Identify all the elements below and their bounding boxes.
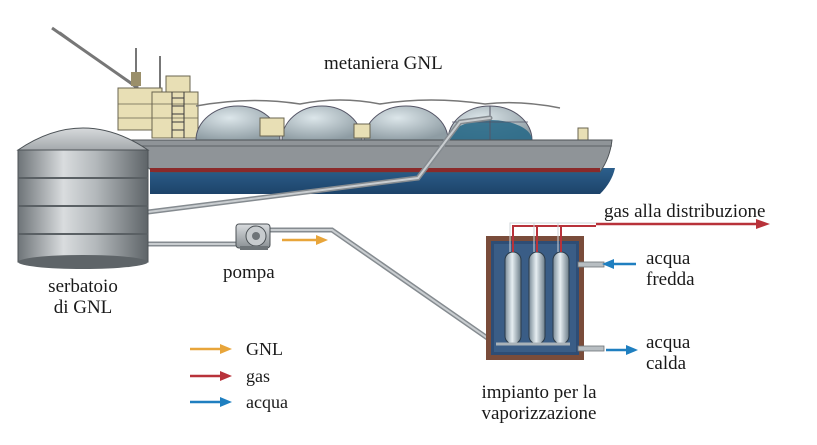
hot-water-arrow [606,345,638,355]
gas-distribution-arrow [596,219,770,229]
legend-gas-arrow [190,371,232,381]
vaporization-plant [486,222,605,360]
vaporizer-tubes [504,251,570,345]
hot-water-label: acqua calda [646,332,690,374]
pump [235,223,271,250]
plant-label-line1: impianto per la [481,382,597,403]
lng-carrier-ship [51,26,615,194]
cold-water-label-line2: fredda [646,269,695,290]
legend-water-arrow [190,397,232,407]
plant-label: impianto per la vaporizzazione [460,382,618,424]
hull [129,139,613,173]
superstructure [117,75,199,139]
plant-label-line2: vaporizzazione [481,403,597,424]
lng-storage-tank [16,127,150,269]
legend-lng-label: GNL [246,339,283,359]
hot-water-label-line1: acqua [646,332,691,353]
legend-swatches [190,344,232,407]
legend-lng-arrow [190,344,232,354]
distribution-label: gas alla distribuzione [604,201,766,222]
tank-label-line1: serbatoio [48,276,118,297]
hot-water-label-line2: calda [646,353,687,374]
legend-gas-label: gas [246,366,270,386]
cold-water-arrow [602,259,636,269]
cold-water-label: acqua fredda [646,248,695,290]
ship-label: metaniera GNL [324,53,443,74]
pipes [145,115,499,347]
tank-label-line2: di GNL [53,297,113,318]
legend-water-label: acqua [246,392,288,412]
cold-water-label-line1: acqua [646,248,691,269]
pump-label: pompa [223,262,275,283]
crane [51,26,139,90]
tank-label: serbatoio di GNL [28,276,138,318]
lng-tank-spheres [195,105,533,141]
lng-flow-arrow [282,235,328,245]
